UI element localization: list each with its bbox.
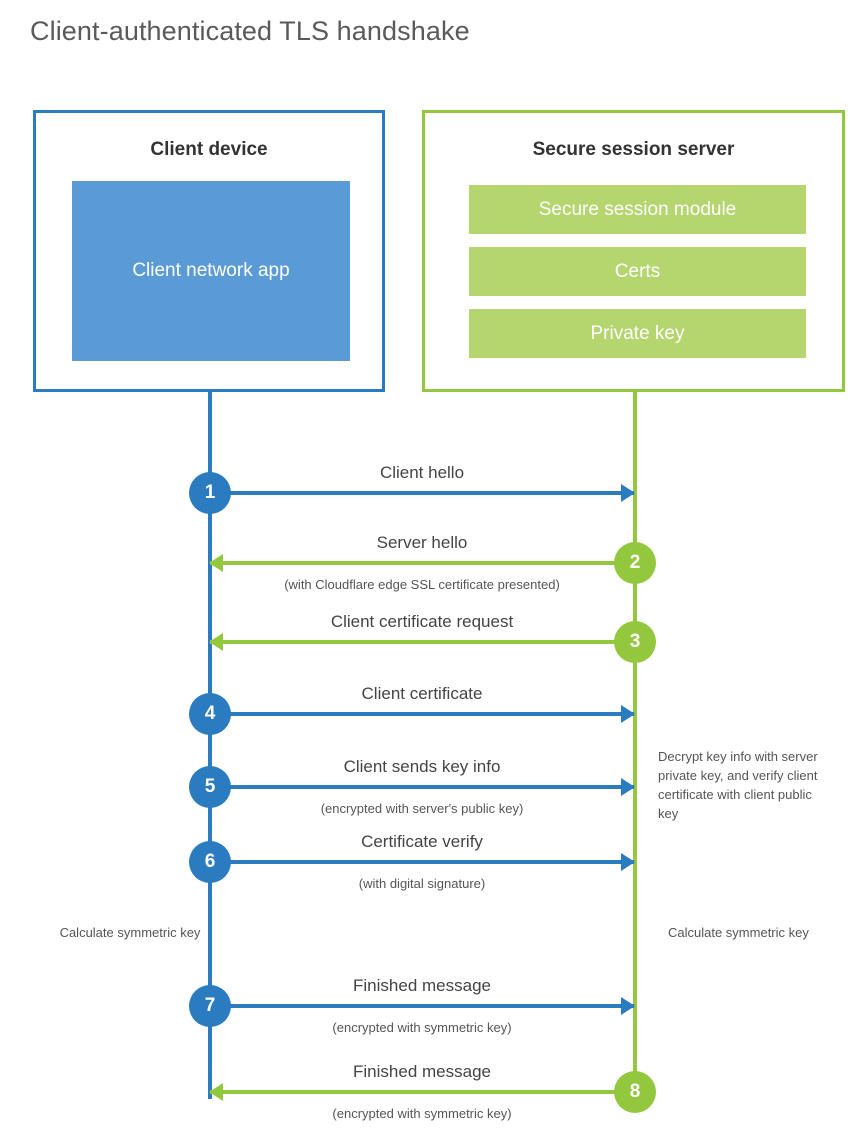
step-circle-3: 3 bbox=[614, 621, 656, 663]
arrow-head-icon bbox=[621, 484, 635, 502]
arrow-head-icon bbox=[621, 853, 635, 871]
message-sublabel-6: (with digital signature) bbox=[358, 876, 486, 891]
step-circle-7: 7 bbox=[189, 985, 231, 1027]
message-label-8: Finished message bbox=[353, 1062, 491, 1081]
message-label-4: Client certificate bbox=[361, 684, 483, 703]
step-circle-8: 8 bbox=[614, 1071, 656, 1113]
message-label-6: Certificate verify bbox=[361, 832, 483, 851]
server-module-private-key: Private key bbox=[469, 309, 806, 358]
message-label-3: Client certificate request bbox=[330, 612, 514, 631]
arrow-line bbox=[210, 712, 634, 716]
message-label-5: Client sends key info bbox=[343, 757, 501, 776]
client-calculate-symmetric-key-note: Calculate symmetric key bbox=[59, 925, 201, 940]
message-sublabel-7: (encrypted with symmetric key) bbox=[332, 1020, 512, 1035]
server-lifeline bbox=[633, 392, 637, 1092]
secure-session-server-title: Secure session server bbox=[532, 139, 735, 160]
server-module-list: Secure session module Certs Private key bbox=[469, 185, 806, 371]
step-circle-6: 6 bbox=[189, 841, 231, 883]
arrow-line bbox=[210, 1004, 634, 1008]
message-sublabel-5: (encrypted with server's public key) bbox=[320, 801, 524, 816]
arrow-head-icon bbox=[209, 1083, 223, 1101]
server-calculate-symmetric-key-note: Calculate symmetric key bbox=[668, 925, 809, 940]
decrypt-key-info-note: Decrypt key info with server private key… bbox=[658, 749, 818, 821]
step-circle-2: 2 bbox=[614, 542, 656, 584]
server-module-secure-session-module: Secure session module bbox=[469, 185, 806, 234]
server-module-certs: Certs bbox=[469, 247, 806, 296]
step-circle-4: 4 bbox=[189, 693, 231, 735]
arrow-head-icon bbox=[209, 633, 223, 651]
message-label-1: Client hello bbox=[379, 463, 465, 482]
client-device-title: Client device bbox=[150, 139, 268, 160]
arrow-line bbox=[210, 561, 634, 565]
arrow-head-icon bbox=[621, 997, 635, 1015]
arrow-line bbox=[210, 860, 634, 864]
arrow-head-icon bbox=[621, 705, 635, 723]
step-circle-5: 5 bbox=[189, 766, 231, 808]
message-label-7: Finished message bbox=[353, 976, 491, 995]
arrow-line bbox=[210, 491, 634, 495]
arrow-line bbox=[210, 785, 634, 789]
message-sublabel-2: (with Cloudflare edge SSL certificate pr… bbox=[284, 577, 560, 592]
message-label-2: Server hello bbox=[376, 533, 468, 552]
secure-session-server-panel: Secure session server Secure session mod… bbox=[422, 110, 845, 392]
step-circle-1: 1 bbox=[189, 472, 231, 514]
message-sublabel-8: (encrypted with symmetric key) bbox=[332, 1106, 512, 1121]
arrow-head-icon bbox=[621, 778, 635, 796]
client-device-panel: Client device Client network app bbox=[33, 110, 385, 392]
page-title: Client-authenticated TLS handshake bbox=[30, 16, 470, 46]
client-network-app-box: Client network app bbox=[72, 181, 350, 361]
arrow-head-icon bbox=[209, 554, 223, 572]
client-lifeline bbox=[208, 392, 212, 1099]
arrow-line bbox=[210, 1090, 634, 1094]
arrow-line bbox=[210, 640, 634, 644]
